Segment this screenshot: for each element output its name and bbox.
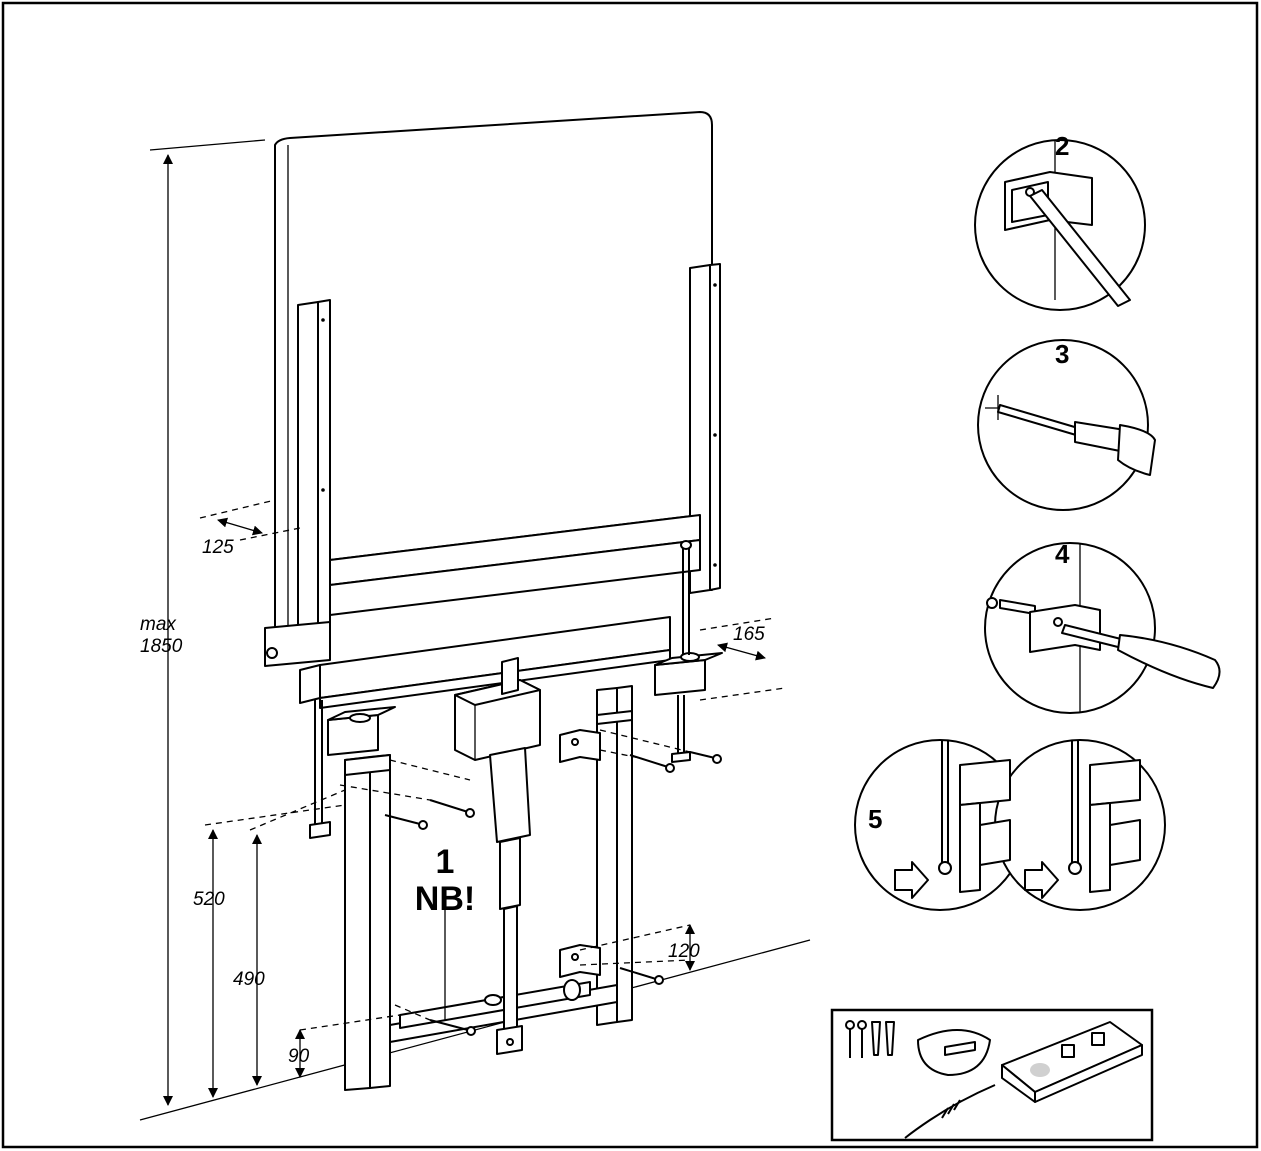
offset-right-label: 165: [733, 624, 765, 645]
height-120-label: 120: [668, 941, 700, 962]
height-520-label: 520: [193, 889, 225, 910]
screws-and-plugs-icon: [845, 1020, 895, 1058]
step-4-number: 4: [1055, 539, 1070, 569]
step-3-drill-detail: [977, 339, 1156, 511]
step-4-screw-detail: [984, 542, 1221, 714]
step-1-number: 1: [436, 843, 455, 881]
included-parts-box: [830, 1008, 1154, 1142]
offset-top-label: 125: [202, 537, 234, 558]
wall-mounted-frame-drawing: [139, 111, 811, 1121]
height-max-value: 1850: [140, 636, 183, 657]
step-3-number: 3: [1055, 339, 1069, 369]
step-2-mark-detail: [974, 139, 1146, 311]
height-max-prefix: max: [140, 614, 177, 635]
height-490-label: 490: [233, 969, 265, 990]
height-90-label: 90: [288, 1046, 310, 1067]
step-5-attach-detail: [854, 739, 1166, 911]
hand-control-icon: [904, 1021, 1143, 1139]
step-1-note: NB!: [415, 880, 475, 918]
step-5-number: 5: [868, 804, 882, 834]
cable-clip-icon: [917, 1029, 991, 1076]
step-2-number: 2: [1055, 131, 1069, 161]
